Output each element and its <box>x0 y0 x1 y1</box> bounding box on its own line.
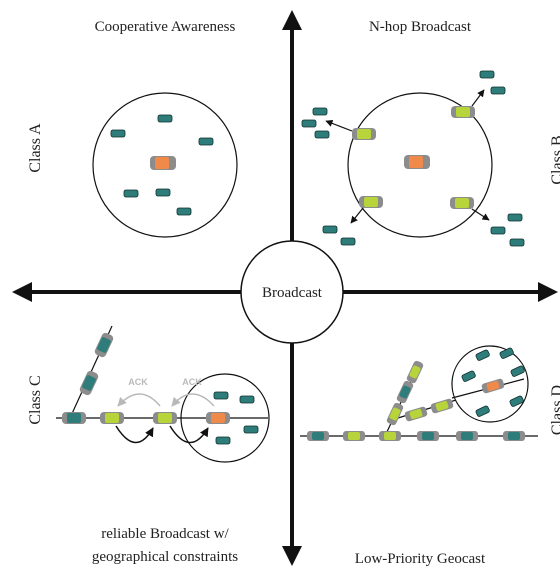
class-c-label: Class C <box>27 375 44 424</box>
center-label: Broadcast <box>262 285 323 301</box>
ack-label-2: ACK <box>182 377 202 387</box>
road-cars-class-c <box>62 412 230 424</box>
branch-cars-class-c <box>79 332 114 396</box>
inner-cars-class-c <box>213 391 259 445</box>
ack-label-1: ACK <box>128 377 148 387</box>
class-a-label: Class A <box>27 123 44 173</box>
branch-cars-class-d <box>386 360 505 426</box>
source-car-class-b <box>404 155 430 169</box>
forward-arrows-class-c <box>115 425 209 444</box>
source-car-class-a <box>150 156 176 170</box>
range-circle-class-a <box>92 92 238 238</box>
title-reliable-broadcast-line2: geographical constraints <box>92 549 238 565</box>
geocast-cars-class-d <box>461 347 525 417</box>
relay-arrows-class-b <box>325 89 490 224</box>
outer-cars-class-b <box>301 70 525 247</box>
title-reliable-broadcast-line1: reliable Broadcast w/ <box>101 526 229 542</box>
title-low-priority-geocast: Low-Priority Geocast <box>355 551 486 567</box>
ack-arrows-class-c <box>117 393 215 407</box>
title-n-hop-broadcast: N-hop Broadcast <box>369 19 472 35</box>
class-d-label: Class D <box>549 385 560 435</box>
relay-cars-class-b <box>352 106 475 209</box>
range-circle-class-c <box>180 373 270 463</box>
neighbor-cars-class-a <box>110 114 214 216</box>
road-class-c <box>56 325 268 419</box>
center-circle <box>240 240 344 344</box>
title-cooperative-awareness: Cooperative Awareness <box>95 19 236 35</box>
class-b-label: Class B <box>549 135 560 184</box>
road-cars-class-d <box>307 431 525 441</box>
range-circle-class-b <box>347 92 493 238</box>
